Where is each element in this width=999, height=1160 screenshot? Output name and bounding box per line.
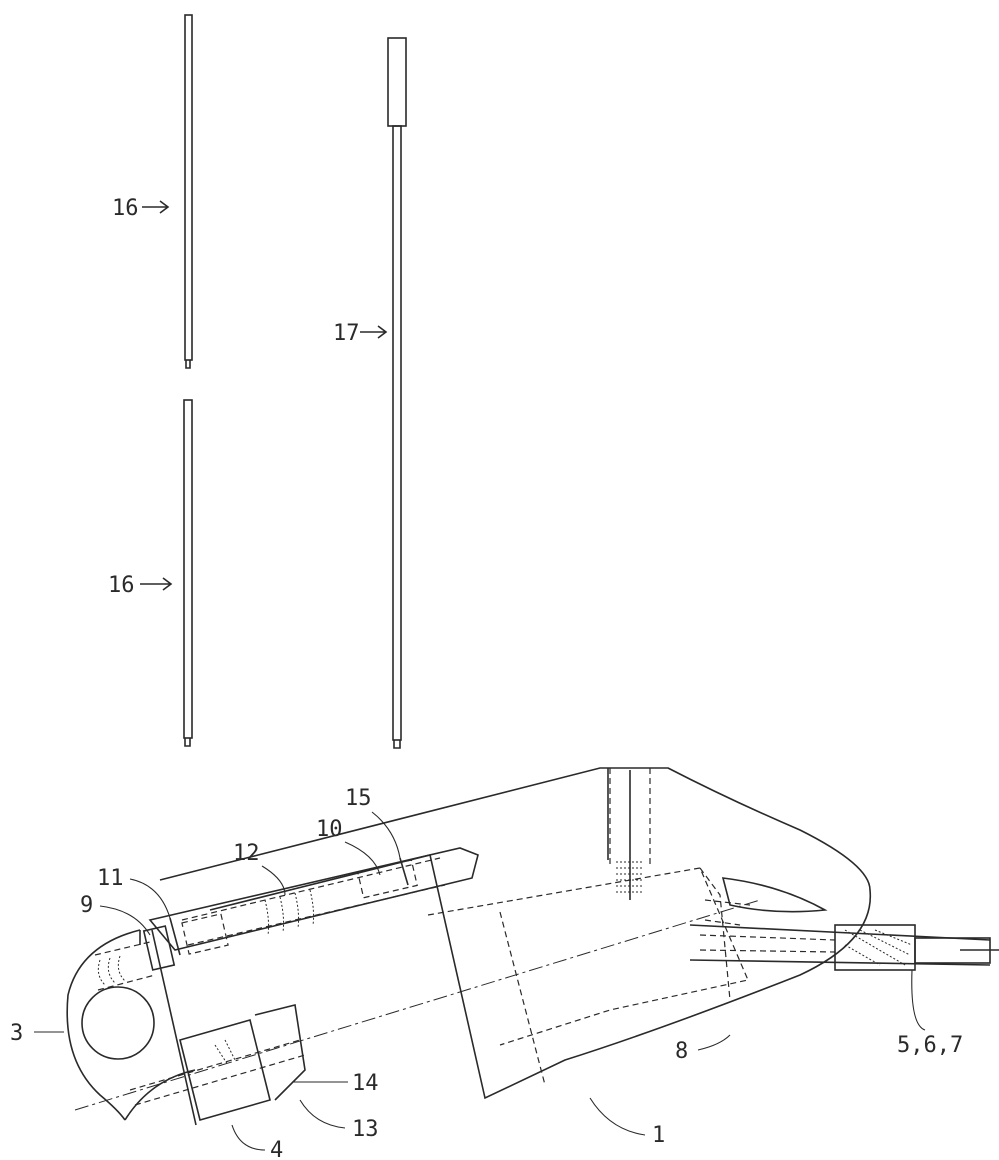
ref-11: 11 xyxy=(97,866,124,891)
arrow-17 xyxy=(360,325,388,339)
ref-16-lower: 16 xyxy=(108,573,135,598)
device-body-1 xyxy=(159,767,872,1100)
rod-17 xyxy=(387,37,407,749)
label-17: 17 xyxy=(333,321,388,346)
leader-13 xyxy=(299,1099,346,1129)
collar-assembly xyxy=(74,899,761,1121)
ref-17: 17 xyxy=(333,321,360,346)
leader-1 xyxy=(589,1097,646,1136)
rod-16-lower xyxy=(183,399,193,747)
arrow-16-upper xyxy=(142,200,170,214)
arrow-16-lower xyxy=(140,577,173,591)
spring-cylinder xyxy=(94,847,479,991)
leader-15 xyxy=(371,811,401,859)
label-16-upper: 16 xyxy=(112,196,170,221)
label-16-lower: 16 xyxy=(108,573,173,598)
leader-12 xyxy=(261,865,286,896)
leader-10 xyxy=(344,841,381,876)
ref-14: 14 xyxy=(352,1071,379,1096)
ref-12: 12 xyxy=(233,841,260,866)
leader-8 xyxy=(697,1034,731,1051)
ref-15: 15 xyxy=(345,786,372,811)
leader-11 xyxy=(129,878,171,919)
ref-16-upper: 16 xyxy=(112,196,139,221)
ref-3: 3 xyxy=(10,1021,23,1046)
ref-10: 10 xyxy=(316,817,343,842)
ref-13: 13 xyxy=(352,1117,379,1142)
ref-8: 8 xyxy=(675,1039,688,1064)
ref-9: 9 xyxy=(80,893,93,918)
leader-9 xyxy=(99,905,151,936)
leader-4 xyxy=(231,1124,266,1151)
ref-4: 4 xyxy=(270,1138,283,1160)
ref-1: 1 xyxy=(652,1123,665,1148)
ref-5-6-7: 5,6,7 xyxy=(897,1033,963,1058)
device-labels: 15 10 12 11 9 3 8 5,6,7 14 13 1 4 xyxy=(10,786,963,1160)
arm-3 xyxy=(66,929,197,1126)
rod-16-upper xyxy=(184,14,193,369)
tube-5-6-7 xyxy=(689,924,999,971)
leader-5-6-7 xyxy=(911,969,926,1031)
